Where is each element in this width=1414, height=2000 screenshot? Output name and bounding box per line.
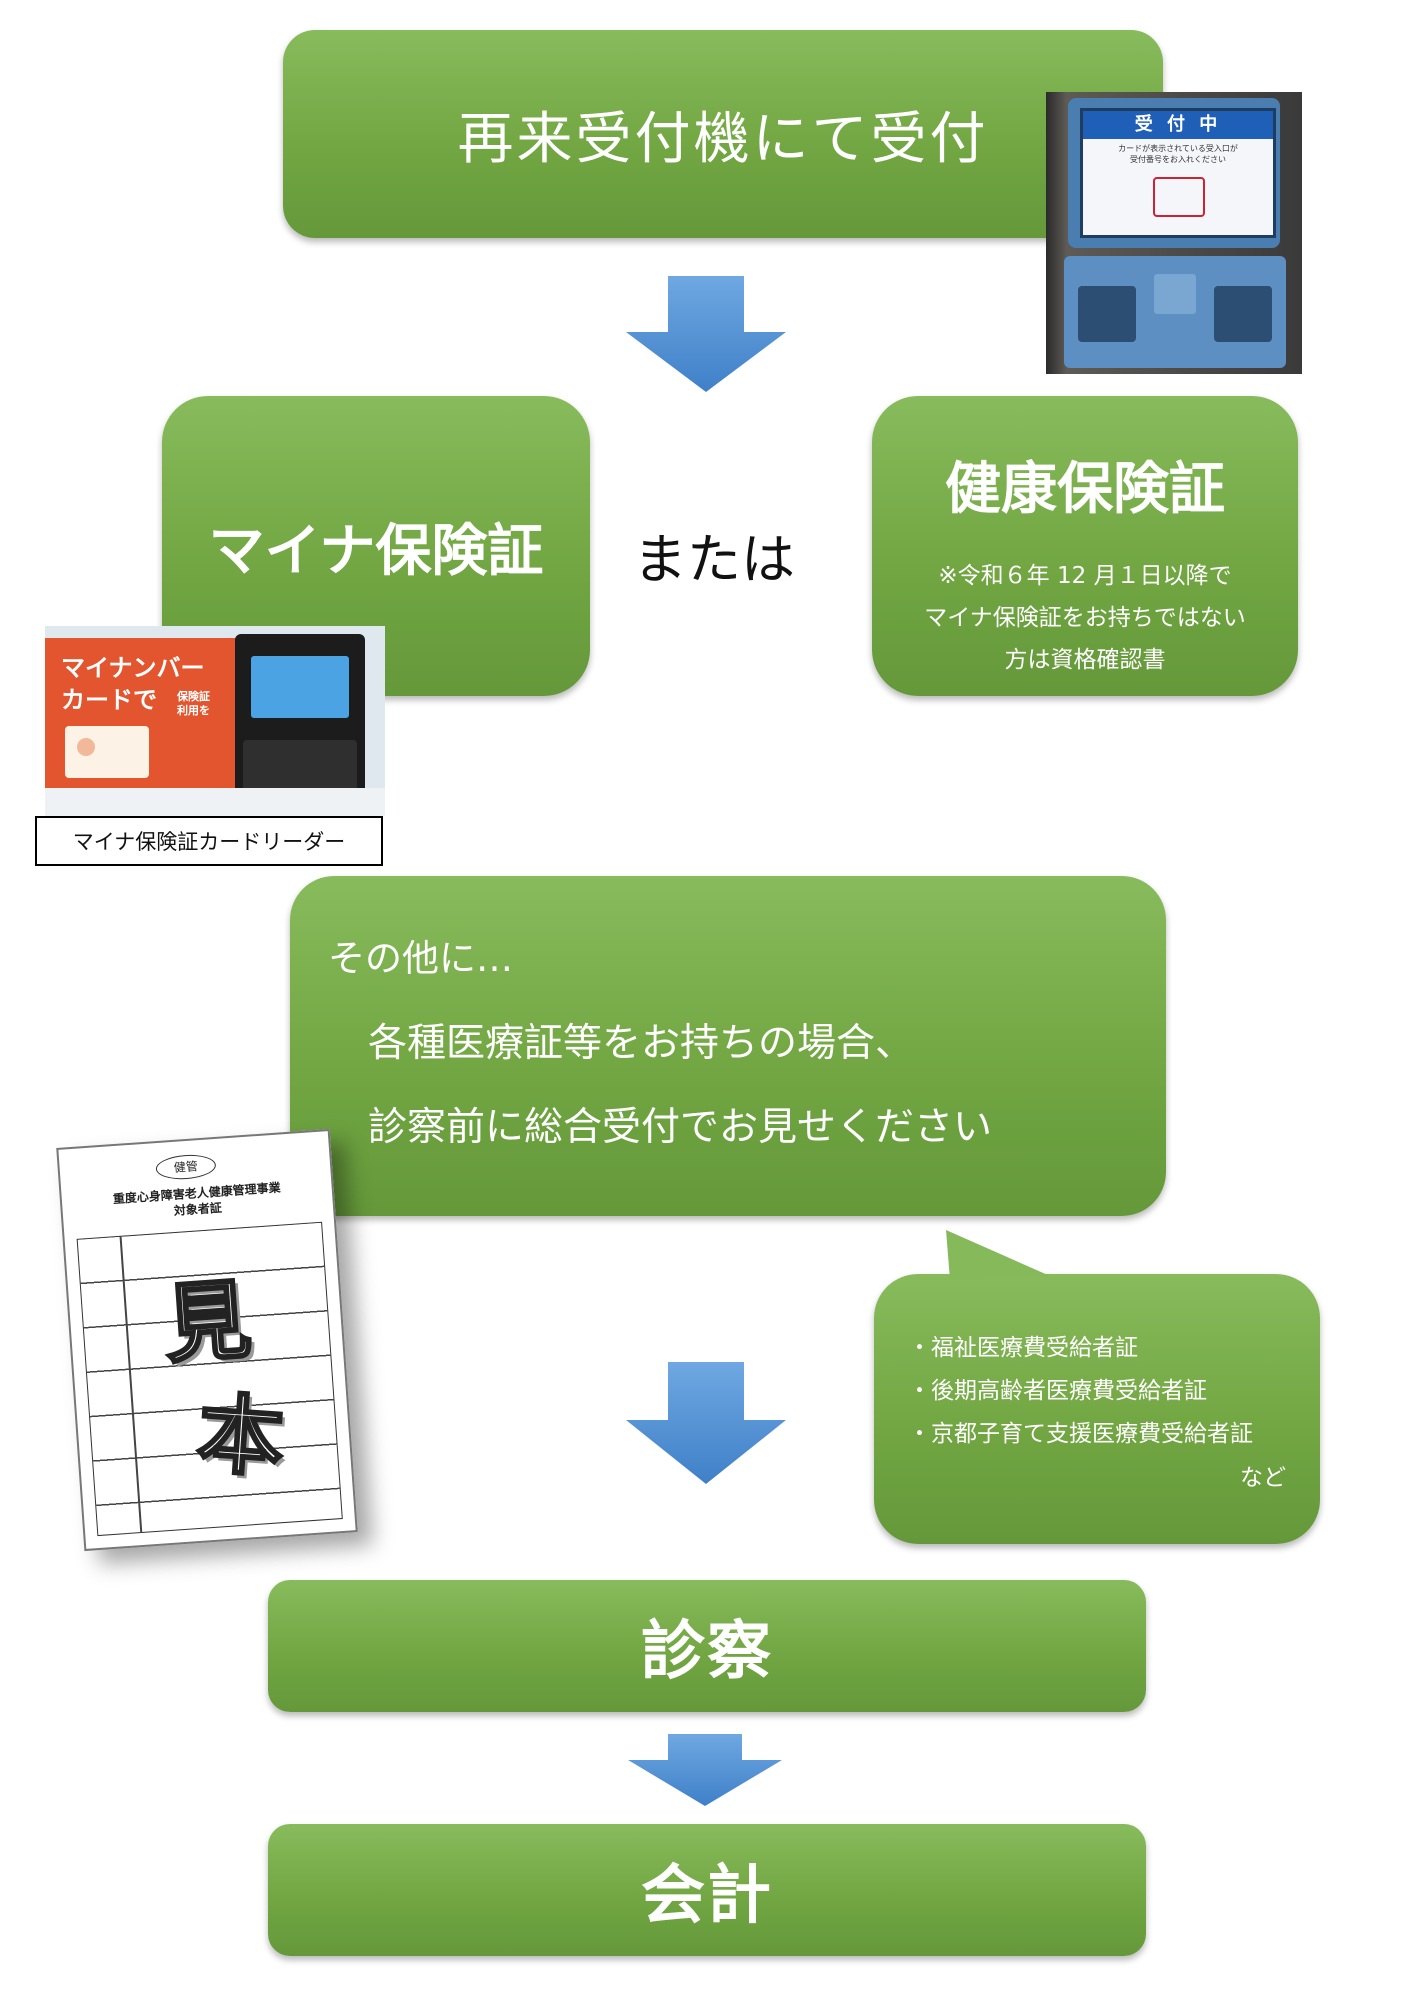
card-reader-sign: マイナンバー カードで 保険証 利用を (45, 638, 245, 788)
health-insurance-title: 健康保険証 (945, 457, 1225, 522)
reception-kiosk-title: 再来受付機にて受付 (457, 106, 989, 172)
callout-item-childcare: ・京都子育て支援医療費受給者証 (908, 1421, 1253, 1447)
callout-item-welfare: ・福祉医療費受給者証 (908, 1335, 1138, 1361)
kiosk-center-panel (1154, 274, 1196, 314)
down-arrow-icon (626, 276, 786, 392)
callout-etc: など (1240, 1465, 1286, 1491)
consultation-step: 診察 (268, 1580, 1146, 1712)
kiosk-screen-illustration (1153, 177, 1205, 217)
card-reader-caption-text: マイナ保険証カードリーダー (72, 830, 346, 854)
card-reader-sign-sub1: 保険証 (177, 690, 210, 703)
kiosk-screen-line2: 受付番号をお入れください (1130, 155, 1226, 164)
card-reader-sign-line1: マイナンバー (61, 654, 205, 682)
card-reader-photo: マイナンバー カードで 保険証 利用を (45, 626, 385, 816)
sample-certificate-image: 健管 重度心身障害老人健康管理事業 対象者証 見 本 (56, 1128, 358, 1552)
card-reader-screen (251, 656, 349, 718)
down-arrow-icon (626, 1362, 786, 1484)
other-certificates-line1: 各種医療証等をお持ちの場合、 (368, 1021, 915, 1066)
card-reader-caption: マイナ保険証カードリーダー (35, 816, 383, 866)
kiosk-screen-line1: カードが表示されている受入口が (1118, 144, 1238, 153)
sample-stamp-hon: 本 (193, 1382, 289, 1491)
person-illustration (77, 738, 95, 756)
kiosk-photo: 受 付 中 カードが表示されている受入口が 受付番号をお入れください (1046, 92, 1302, 374)
down-arrow-icon (628, 1734, 782, 1806)
mynumber-insurance-title: マイナ保険証 (208, 518, 544, 584)
kiosk-screen-header: 受 付 中 (1083, 111, 1273, 139)
kiosk-card-slot-right (1214, 286, 1272, 342)
card-reader-sign-sub2: 利用を (177, 704, 210, 717)
health-insurance-note-line1: ※令和６年 12 月１日以降で (938, 563, 1232, 589)
payment-title: 会計 (641, 1859, 773, 1933)
health-insurance-note-line3: 方は資格確認書 (1004, 647, 1166, 673)
health-insurance-note-line2: マイナ保険証をお持ちではない (924, 605, 1246, 631)
card-reader-sign-line2: カードで (61, 686, 157, 714)
reception-kiosk-step: 再来受付機にて受付 (283, 30, 1163, 238)
consultation-title: 診察 (641, 1615, 773, 1689)
kiosk-card-slot-left (1078, 286, 1136, 342)
other-certificates-box: その他に… 各種医療証等をお持ちの場合、 診察前に総合受付でお見せください (290, 876, 1166, 1216)
or-text: または (633, 528, 795, 591)
payment-step: 会計 (268, 1824, 1146, 1956)
other-certificates-line2: 診察前に総合受付でお見せください (368, 1105, 993, 1150)
callout-pointer (946, 1230, 1050, 1280)
kiosk-lower-panel (1064, 256, 1286, 368)
callout-item-elderly: ・後期高齢者医療費受給者証 (908, 1378, 1207, 1404)
sample-certificate-label-column (119, 1236, 142, 1533)
health-insurance-box: 健康保険証 ※令和６年 12 月１日以降で マイナ保険証をお持ちではない 方は資… (872, 396, 1298, 696)
card-reader-device (235, 634, 365, 810)
other-certificates-intro: その他に… (328, 937, 513, 980)
card-reader-counter (45, 788, 385, 816)
sample-stamp-ken: 見 (160, 1269, 256, 1378)
medical-certificate-callout: ・福祉医療費受給者証 ・後期高齢者医療費受給者証 ・京都子育て支援医療費受給者証… (874, 1274, 1320, 1544)
sample-certificate-badge: 健管 (155, 1152, 217, 1182)
kiosk-screen: 受 付 中 カードが表示されている受入口が 受付番号をお入れください (1080, 108, 1276, 238)
